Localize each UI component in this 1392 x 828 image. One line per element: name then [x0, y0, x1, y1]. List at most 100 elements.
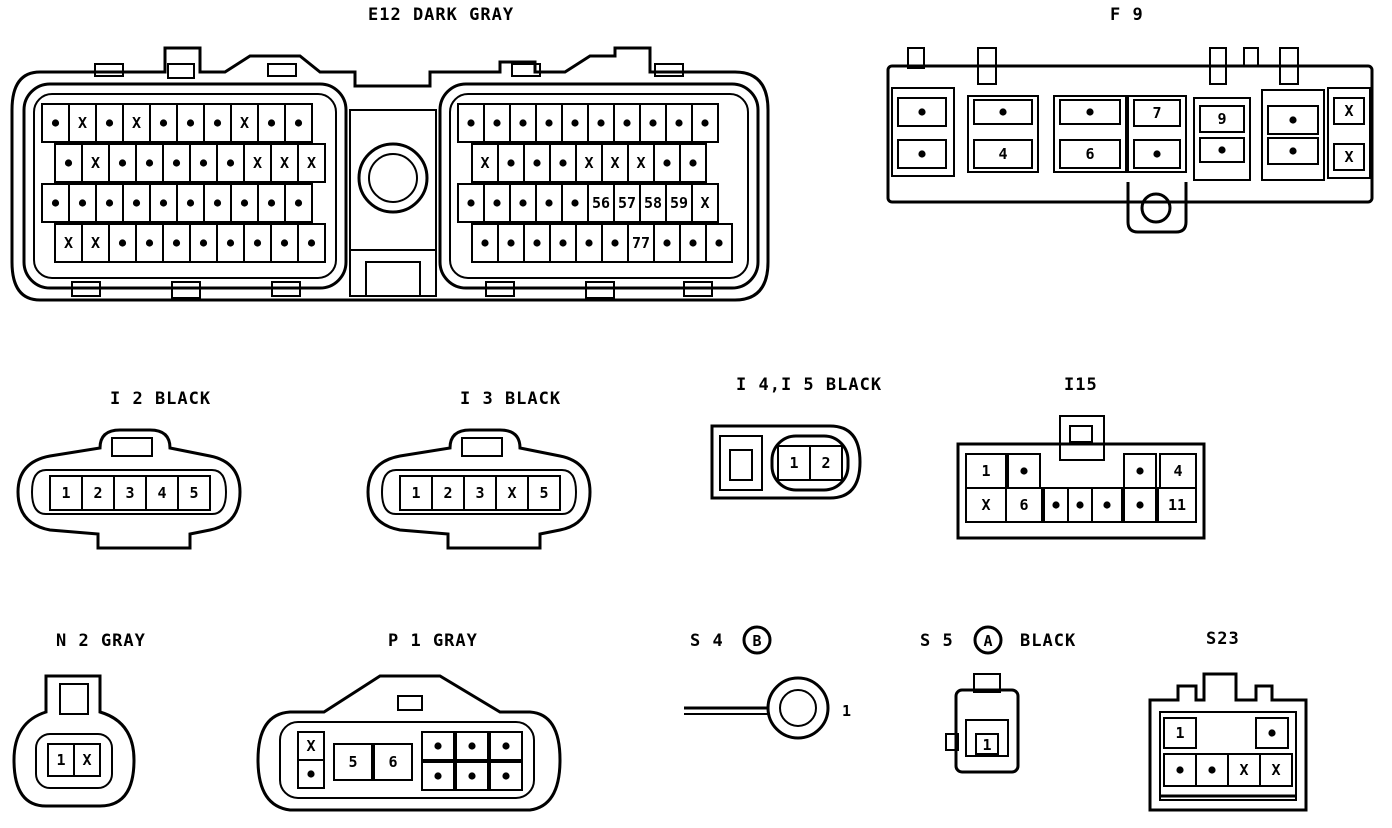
e12-left-pin-dot — [51, 119, 60, 127]
e12-left-pin: X — [91, 234, 100, 252]
i2-pin-cell — [113, 475, 147, 511]
i15-pin-dot — [1136, 467, 1144, 475]
e12-left-pin-dot — [240, 199, 249, 207]
i2-pin: 4 — [157, 484, 166, 502]
p1-pin-dot — [468, 772, 476, 780]
i15-pin: X — [981, 496, 990, 514]
e12-left-pin-dot — [118, 239, 127, 247]
i15-pin: 11 — [1168, 496, 1186, 514]
e12-right-pin-cell — [627, 143, 655, 183]
e12-right-pin-dot — [663, 159, 671, 167]
e12-right-pin-dot — [545, 199, 553, 207]
e12-left-pin-dot — [105, 119, 114, 127]
e12-right-pin-dot — [467, 199, 475, 207]
e12-right-pin-dot — [649, 119, 657, 127]
f9-pin-cell — [1133, 99, 1181, 127]
e12-left-pin-dot — [199, 159, 208, 167]
e12-right-pin: X — [610, 154, 619, 172]
i3-label: I 3 BLACK — [460, 389, 561, 409]
p1-pin: X — [306, 737, 315, 755]
s5-badge: A — [983, 632, 992, 650]
i2-pin-cell — [177, 475, 211, 511]
p1-pin-dot — [434, 742, 442, 750]
e12-right-pin-dot — [571, 199, 579, 207]
i15-pin-dot — [1103, 501, 1111, 509]
e12-right-pin-cell — [627, 223, 655, 263]
i2-pin: 3 — [125, 484, 134, 502]
e12-left-pin-dot — [186, 119, 195, 127]
e12-left-pin-cell — [68, 103, 97, 143]
f9-pin: X — [1344, 102, 1353, 120]
s23-pin: X — [1271, 761, 1280, 779]
connector-s5: S 5 A BLACK 1 — [920, 625, 1075, 774]
i15-pin-dot — [1076, 501, 1084, 509]
s5-label: S 5 — [920, 631, 954, 651]
f9-pin: 7 — [1152, 104, 1161, 122]
e12-label: E12 DARK GRAY — [368, 5, 514, 25]
p1-pin: 5 — [348, 753, 357, 771]
e12-left-pin-dot — [213, 119, 222, 127]
s23-pin-dot — [1176, 766, 1184, 774]
p1-label: P 1 GRAY — [388, 631, 478, 651]
i3-pin: 1 — [411, 484, 420, 502]
s4-badge: B — [752, 632, 761, 650]
e12-right-pin-dot — [571, 119, 579, 127]
e12-right-pin-dot — [689, 239, 697, 247]
f9-pin: 6 — [1085, 145, 1094, 163]
e12-left-pin-dot — [78, 199, 87, 207]
e12-left-pin-dot — [253, 239, 262, 247]
f9-label: F 9 — [1110, 5, 1144, 25]
e12-left-pin-dot — [172, 159, 181, 167]
n2-pin: 1 — [56, 751, 65, 769]
e12-right-pin: X — [700, 194, 709, 212]
e12-right-pin-cell — [601, 143, 629, 183]
e12-right-pin: 56 — [592, 194, 610, 212]
n2-pin-cell — [73, 743, 101, 777]
i15-pin-cell — [1157, 487, 1197, 523]
i3-pin: X — [507, 484, 516, 502]
p1-pin-dot — [434, 772, 442, 780]
e12-right-pin-dot — [585, 239, 593, 247]
f9-pin: X — [1344, 148, 1353, 166]
e12-left-pin-cell — [284, 183, 313, 223]
e12-right-pin-dot — [493, 199, 501, 207]
e12-left-pin-dot — [186, 199, 195, 207]
e12-right-pin-dot — [689, 159, 697, 167]
e12-left-pin-dot — [172, 239, 181, 247]
e12-right-pin-dot — [507, 159, 515, 167]
e12-left-pin-dot — [199, 239, 208, 247]
connector-p1: P 1 GRAY X 5 6 — [256, 631, 562, 812]
s23-pin-dot — [1208, 766, 1216, 774]
e12-right-pin-dot — [533, 159, 541, 167]
p1-pin-cell — [333, 743, 373, 781]
s4-label: S 4 — [690, 631, 724, 651]
i2-label: I 2 BLACK — [110, 389, 211, 409]
i4i5-pin-cell — [777, 445, 811, 481]
f9-pin-dot — [918, 150, 926, 158]
e12-right-pin-cell — [691, 183, 719, 223]
e12-right-pin-dot — [675, 119, 683, 127]
s23-pin-cell — [1163, 717, 1197, 749]
e12-left-pin-dot — [145, 239, 154, 247]
i4i5-pin: 1 — [789, 454, 798, 472]
s23-pin-dot — [1268, 729, 1276, 737]
f9-pin-cell — [1333, 97, 1365, 125]
e12-right-pin-dot — [533, 239, 541, 247]
f9-pin-cell — [1267, 137, 1319, 165]
p1-pin: 6 — [388, 753, 397, 771]
e12-right-pin-dot — [493, 119, 501, 127]
i3-pin: 5 — [539, 484, 548, 502]
i4i5-label: I 4,I 5 BLACK — [736, 375, 882, 395]
n2-pin: X — [82, 751, 91, 769]
i15-pin-cell — [965, 453, 1007, 489]
p1-pin-cell — [373, 743, 413, 781]
f9-pin-dot — [1289, 147, 1297, 155]
